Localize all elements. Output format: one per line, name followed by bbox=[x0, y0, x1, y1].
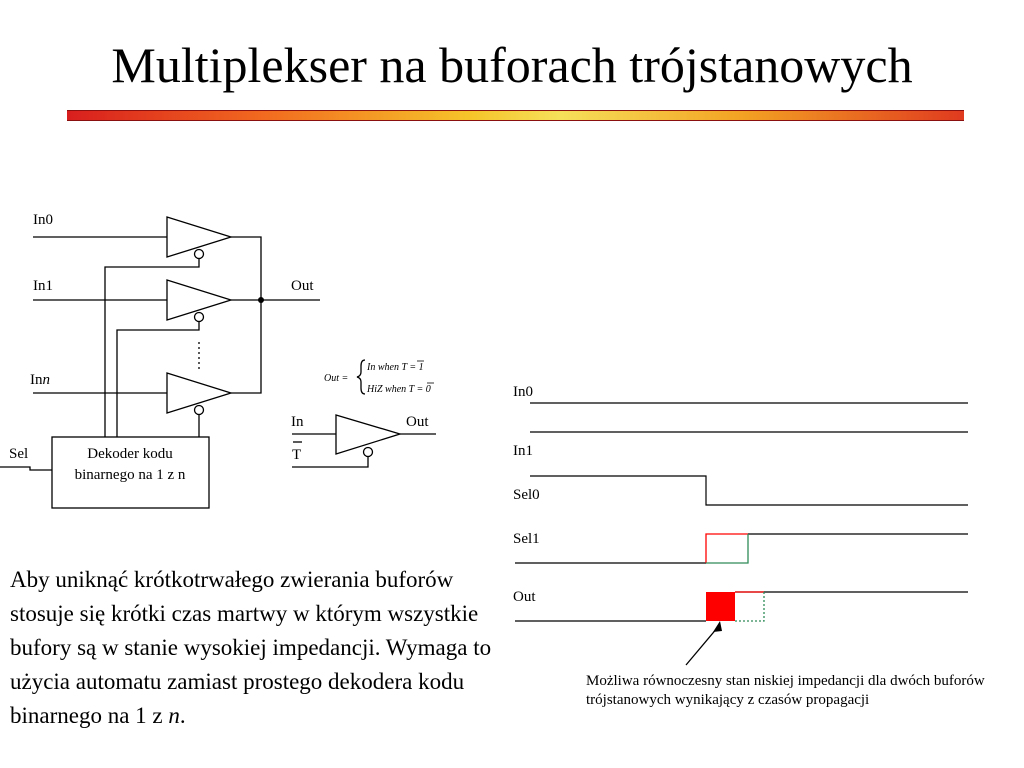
body-paragraph: Aby uniknąć krótkotrwałego zwierania buf… bbox=[10, 567, 492, 728]
formula-out: Out = bbox=[324, 373, 348, 384]
label-out: Out bbox=[291, 278, 314, 294]
label-in1: In1 bbox=[33, 278, 53, 294]
timing-label-sel1: Sel1 bbox=[513, 531, 540, 547]
buffer-1-enable-bubble bbox=[193, 311, 205, 323]
buffer-1 bbox=[166, 279, 234, 321]
decoder-label-line1: Dekoder kodu bbox=[87, 446, 173, 462]
formula-case2: HiZ when T = 0 bbox=[366, 384, 431, 395]
legend-enable-bubble bbox=[362, 446, 374, 458]
decoder-label-line2: binarnego na 1 z n bbox=[75, 467, 186, 483]
buffer-0 bbox=[166, 216, 234, 258]
sel1-early-rise bbox=[705, 533, 748, 563]
buffer-n bbox=[166, 372, 234, 414]
callout-note: Możliwa równoczesny stan niskiej impedan… bbox=[586, 673, 985, 708]
title-underline bbox=[67, 110, 964, 121]
legend-buffer bbox=[335, 414, 403, 455]
wave-sel0 bbox=[530, 475, 968, 506]
page-title: Multiplekser na buforach trójstanowych bbox=[111, 37, 913, 93]
label-sel: Sel bbox=[9, 446, 28, 462]
decoder-box bbox=[51, 436, 210, 509]
legend-label-in: In bbox=[291, 414, 304, 430]
legend-t-wire bbox=[292, 456, 369, 468]
legend-label-out: Out bbox=[406, 414, 429, 430]
sel1-late-rise bbox=[706, 534, 749, 564]
junction-dot bbox=[258, 297, 264, 303]
buffer-0-enable-bubble bbox=[193, 248, 205, 260]
formula-brace bbox=[356, 359, 366, 395]
buffer-n-enable-bubble bbox=[193, 404, 205, 416]
output-bus bbox=[231, 236, 262, 394]
legend-label-t: T bbox=[292, 447, 301, 463]
label-inn: Inn bbox=[30, 372, 50, 388]
callout-arrow-head bbox=[713, 621, 722, 632]
formula-case1: In when T = 1 bbox=[366, 362, 424, 373]
callout-arrow bbox=[685, 626, 719, 666]
timing-label-sel0: Sel0 bbox=[513, 487, 540, 503]
label-in0: In0 bbox=[33, 212, 53, 228]
enable-0-wire bbox=[104, 258, 200, 437]
timing-label-out: Out bbox=[513, 589, 536, 605]
timing-label-in1: In1 bbox=[513, 443, 533, 459]
timing-label-in0: In0 bbox=[513, 384, 533, 400]
sel-wire bbox=[0, 466, 52, 471]
out-green-transition bbox=[735, 592, 765, 622]
out-overlap-region bbox=[706, 592, 735, 621]
enable-1-wire bbox=[116, 321, 200, 437]
